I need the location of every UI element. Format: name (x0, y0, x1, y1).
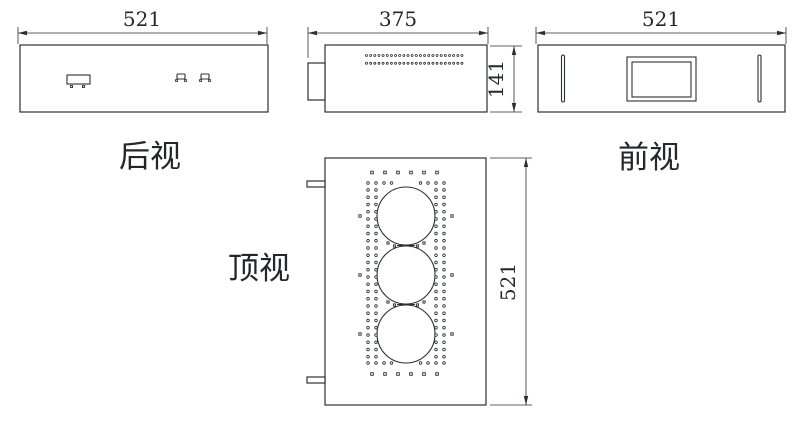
side-height-value: 141 (484, 60, 508, 98)
dimension-lines (17, 27, 268, 44)
top-view-label: 顶视 (228, 251, 290, 286)
side-height-dimension: 141 (484, 45, 522, 113)
side-width-dimension: 375 (307, 7, 489, 58)
power-socket (66, 74, 91, 88)
front-view: 521 前视 (535, 7, 787, 175)
top-panel-outline (324, 157, 487, 406)
front-width-dimension: 521 (535, 7, 787, 44)
arrowhead-up-icon (511, 46, 517, 55)
arrowhead-down-icon (511, 103, 517, 112)
top-view: 521 顶视 (228, 157, 532, 406)
side-tab-upper (306, 180, 326, 188)
tangent-lines (397, 244, 415, 306)
display-cutout (626, 56, 697, 102)
arrowhead-down-icon (523, 396, 529, 405)
arrowhead-right-icon (258, 30, 267, 36)
rear-view-label: 后视 (119, 139, 181, 174)
front-panel-outline (537, 44, 786, 113)
side-flange (307, 62, 326, 101)
rear-panel-outline (19, 44, 269, 113)
vent-dot-rows (365, 54, 464, 65)
side-panel-outline (324, 44, 488, 113)
io-connector-icon (199, 73, 211, 82)
top-depth-value: 521 (496, 263, 520, 301)
rear-view: 521 后视 (17, 7, 269, 174)
arrowhead-right-icon (479, 30, 488, 36)
front-width-value: 521 (642, 7, 680, 31)
side-width-value: 375 (379, 7, 417, 31)
arrowhead-right-icon (777, 30, 786, 36)
io-connector-icon (175, 73, 187, 82)
arrowhead-left-icon (18, 30, 27, 36)
perforation-dot-grid (358, 170, 454, 376)
rear-width-value: 521 (123, 7, 161, 31)
arrowhead-up-icon (523, 158, 529, 167)
front-view-label: 前视 (618, 140, 680, 175)
side-tab-lower (306, 376, 326, 384)
mounting-slot-right (757, 54, 762, 103)
arrowhead-left-icon (536, 30, 545, 36)
rear-width-dimension: 521 (17, 7, 268, 44)
mounting-slot-left (560, 54, 566, 103)
side-view: 375 141 (307, 7, 522, 113)
arrowhead-left-icon (308, 30, 317, 36)
top-depth-dimension: 521 (490, 157, 532, 406)
